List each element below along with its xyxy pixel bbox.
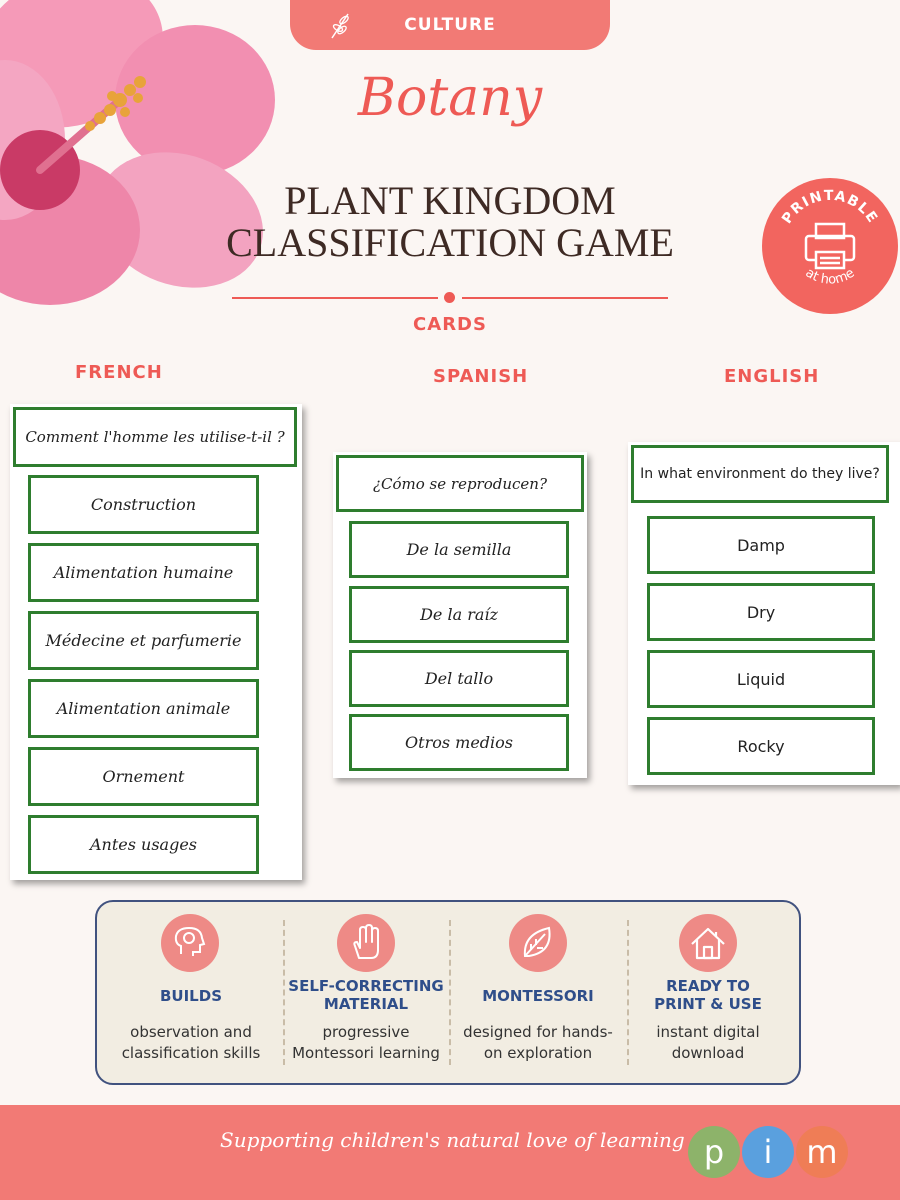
french-answer-card: Alimentation humaine <box>28 543 259 602</box>
feature-desc-line: designed for hands- <box>463 1023 613 1041</box>
french-answer-card: Ornement <box>28 747 259 806</box>
category-label: CULTURE <box>404 15 496 35</box>
house-icon <box>679 914 737 972</box>
english-label: ENGLISH <box>724 366 820 387</box>
page-title: PLANT KINGDOM CLASSIFICATION GAME <box>0 180 900 264</box>
feature-separator <box>627 920 629 1065</box>
feature-desc-line: download <box>671 1044 745 1062</box>
sprig-icon <box>331 13 349 39</box>
script-title: Botany <box>357 68 543 128</box>
feature-description: progressive Montessori learning <box>283 1022 449 1064</box>
badge-graphic: PRINTABLE at home <box>779 188 881 288</box>
logo-letter-m: m <box>796 1126 848 1178</box>
svg-text:PRINTABLE: PRINTABLE <box>779 188 881 227</box>
spanish-answer-card: Del tallo <box>349 650 569 707</box>
french-answer-card: Construction <box>28 475 259 534</box>
french-label: FRENCH <box>75 362 163 383</box>
hand-icon <box>337 914 395 972</box>
section-label: CARDS <box>413 314 487 335</box>
divider-left <box>232 297 438 299</box>
feature-desc-line: instant digital <box>656 1023 760 1041</box>
feature-description: observation and classification skills <box>97 1022 285 1064</box>
french-answer-card: Antes usages <box>28 815 259 874</box>
printer-icon <box>804 222 856 270</box>
divider-right <box>462 297 668 299</box>
title-line-1: PLANT KINGDOM <box>284 178 616 223</box>
leaf-icon <box>509 914 567 972</box>
spanish-question-card: ¿Cómo se reproducen? <box>336 455 584 512</box>
french-answer-card: Alimentation animale <box>28 679 259 738</box>
french-answer-card: Médecine et parfumerie <box>28 611 259 670</box>
feature-desc-line: observation and <box>130 1023 252 1041</box>
spanish-answer-card: De la semilla <box>349 521 569 578</box>
badge-bottom-text: at home <box>803 266 858 288</box>
feature-montessori: MONTESSORI designed for hands- on explor… <box>449 902 627 1087</box>
feature-desc-line: progressive <box>322 1023 410 1041</box>
feature-separator <box>283 920 285 1065</box>
feature-desc-line: Montessori learning <box>292 1044 440 1062</box>
features-box: BUILDS observation and classification sk… <box>95 900 801 1085</box>
feature-description: instant digital download <box>627 1022 789 1064</box>
feature-desc-line: classification skills <box>121 1044 261 1062</box>
english-question-card: In what environment do they live? <box>631 445 889 503</box>
spanish-answer-card: De la raíz <box>349 586 569 643</box>
hibiscus-flower-illustration <box>0 0 275 305</box>
spanish-label: SPANISH <box>433 366 529 387</box>
feature-title: BUILDS <box>159 987 222 1005</box>
feature-title: MONTESSORI <box>482 987 594 1005</box>
printable-badge: PRINTABLE at home <box>762 178 898 314</box>
feature-self-correcting: SELF-CORRECTING MATERIAL progressive Mon… <box>283 902 449 1087</box>
logo-letter-i: i <box>742 1126 794 1178</box>
brain-icon <box>161 914 219 972</box>
spanish-answer-card: Otros medios <box>349 714 569 771</box>
english-answer-card: Dry <box>647 583 875 641</box>
svg-text:at home: at home <box>803 266 858 288</box>
french-question-card: Comment l'homme les utilise-t-il ? <box>13 407 297 467</box>
feature-title: SELF-CORRECTING MATERIAL <box>288 977 444 1013</box>
badge-top-text: PRINTABLE <box>779 188 879 227</box>
title-line-2: CLASSIFICATION GAME <box>226 220 674 265</box>
feature-builds: BUILDS observation and classification sk… <box>97 902 285 1087</box>
logo-letter-p: p <box>688 1126 740 1178</box>
feature-desc-line: on exploration <box>483 1044 593 1062</box>
english-answer-card: Damp <box>647 516 875 574</box>
footer-tagline: Supporting children's natural love of le… <box>220 1128 685 1152</box>
feature-separator <box>449 920 451 1065</box>
feature-title: READY TO PRINT & USE <box>654 977 762 1013</box>
divider-dot <box>444 292 455 303</box>
feature-ready-to-print: READY TO PRINT & USE instant digital dow… <box>627 902 789 1087</box>
feature-description: designed for hands- on exploration <box>449 1022 627 1064</box>
english-answer-card: Liquid <box>647 650 875 708</box>
category-tab: CULTURE <box>290 0 610 50</box>
english-answer-card: Rocky <box>647 717 875 775</box>
